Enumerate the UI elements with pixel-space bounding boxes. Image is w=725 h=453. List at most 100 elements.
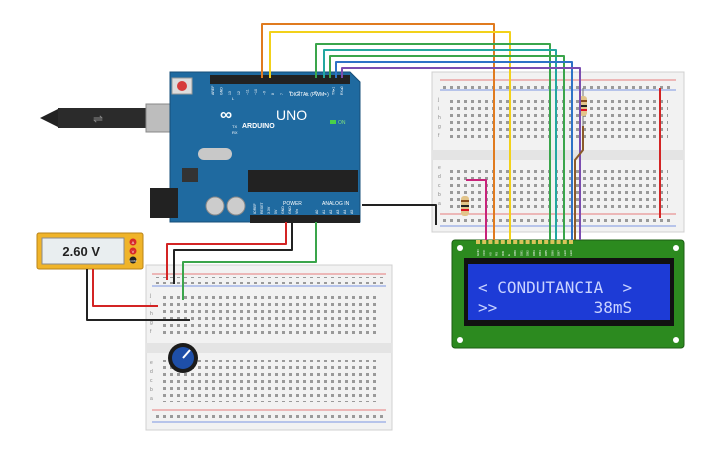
lcd-pin — [494, 240, 499, 244]
wire-black-lcd — [362, 204, 437, 225]
row-letter: f — [438, 133, 440, 139]
digital-pin-label: 12 — [237, 91, 241, 95]
digital-pin-label: RX◂0 — [340, 86, 344, 95]
row-letter: d — [150, 369, 153, 375]
lcd-pin — [519, 240, 524, 244]
wire-red-5v — [166, 222, 287, 280]
lcd-pin-label: VCC — [482, 249, 486, 256]
lcd-pin — [507, 240, 511, 244]
jack-v-label: V — [132, 249, 135, 254]
jack-com-label: COM — [130, 259, 138, 263]
arduino-infinity-logo: ∞ — [220, 105, 232, 124]
l-label: L — [232, 96, 235, 101]
wire-teal — [323, 49, 557, 240]
lcd-pin — [569, 240, 573, 244]
lcd-pin — [531, 240, 536, 244]
power-pin-label: 3.3V — [267, 206, 271, 214]
digital-pin-label: 4 — [306, 93, 310, 95]
power-pin-label: GND — [288, 206, 292, 214]
multimeter-reading: 2.60 V — [62, 244, 100, 259]
lcd-pin-label: DB5 — [544, 250, 548, 256]
svg-text:⇌: ⇌ — [93, 112, 103, 126]
row-letter: h — [438, 115, 441, 121]
wire-yellow — [269, 31, 511, 240]
power-pin-label: RESET — [260, 201, 264, 214]
wire-magenta — [466, 179, 487, 240]
lcd-pin — [525, 240, 530, 244]
lcd-pin — [476, 240, 480, 244]
row-letter: f — [150, 329, 152, 335]
lcd-pin-label: DB4 — [538, 250, 542, 256]
analog-pin-label: A3 — [336, 210, 340, 214]
lcd-pin-label: DB2 — [526, 250, 530, 256]
arduino-uno: ∞ ARDUINO UNO DIGITAL (PWM~) POWER ANALO… — [150, 71, 361, 223]
row-letter: c — [150, 378, 153, 384]
lcd-line-2: >> 38mS — [478, 298, 632, 317]
lcd-pin — [500, 240, 505, 244]
lcd-pin — [556, 240, 561, 244]
lcd-pin-label: LED — [569, 249, 573, 256]
digital-pin-label: ~10 — [254, 89, 258, 95]
analog-header-label: ANALOG IN — [322, 201, 350, 207]
potentiometer[interactable] — [168, 343, 198, 373]
power-pin-label: 5V — [274, 209, 278, 214]
row-letter: i — [438, 106, 439, 112]
analog-pin-label: A4 — [343, 210, 347, 214]
row-letter: c — [438, 183, 441, 189]
atmega-chip — [248, 170, 358, 192]
row-letter: b — [438, 192, 441, 198]
lcd-pin — [513, 240, 518, 244]
digital-pin-label: AREF — [211, 86, 215, 95]
lcd-pin-label: DB0 — [513, 250, 517, 256]
row-letter: b — [150, 387, 153, 393]
wire-red-meter — [92, 269, 158, 307]
wire-orange — [261, 23, 495, 240]
wire-green-1 — [315, 43, 551, 240]
row-letter: e — [150, 360, 153, 366]
wire-black-meter — [86, 269, 190, 321]
power-header-label: POWER — [283, 201, 302, 207]
rx-label: RX — [232, 130, 238, 135]
analog-pin-label: A5 — [350, 210, 354, 214]
power-pin-label: IOREF — [253, 203, 257, 214]
digital-header-strip — [210, 75, 350, 84]
lcd-pin-label: DB3 — [532, 250, 536, 256]
row-letter: e — [438, 165, 441, 171]
on-led-label: ON — [338, 120, 346, 126]
arduino-brand: ARDUINO — [242, 123, 275, 130]
tx-label: TX — [232, 124, 237, 129]
lcd-pin — [482, 240, 487, 244]
wire-green-a0 — [182, 222, 317, 300]
lcd-pin — [562, 240, 567, 244]
lcd-pin-label: DB6 — [550, 250, 554, 256]
lcd-pin-label: DB7 — [557, 250, 561, 256]
digital-pin-label: ~6 — [288, 91, 292, 95]
digital-pin-label: ~5 — [297, 91, 301, 95]
power-pin-label: Vin — [295, 209, 299, 214]
multimeter: 2.60 V A V COM — [36, 232, 144, 270]
row-letter: h — [150, 311, 153, 317]
power-pin-label: GND — [281, 206, 285, 214]
wires — [86, 23, 661, 321]
wire-brown — [574, 126, 584, 240]
lcd-screen — [468, 264, 670, 320]
lcd-pin — [544, 240, 549, 244]
lcd-pin-label: E — [507, 254, 511, 256]
analog-pin-label: A1 — [322, 210, 326, 214]
digital-pin-label: GND — [220, 87, 224, 95]
lcd-pin-label: GND — [476, 249, 480, 257]
digital-pin-label: ~11 — [245, 89, 249, 95]
digital-header-label: DIGITAL (PWM~) — [290, 92, 329, 98]
lcd-line-1: < CONDUTANCIA > — [478, 278, 632, 297]
lcd-pin-label: RW — [501, 251, 505, 256]
usb-cable: ⇌ — [40, 103, 173, 133]
analog-pin-label: A2 — [329, 210, 333, 214]
lcd-pin — [550, 240, 555, 244]
wire-green-2 — [329, 55, 565, 240]
